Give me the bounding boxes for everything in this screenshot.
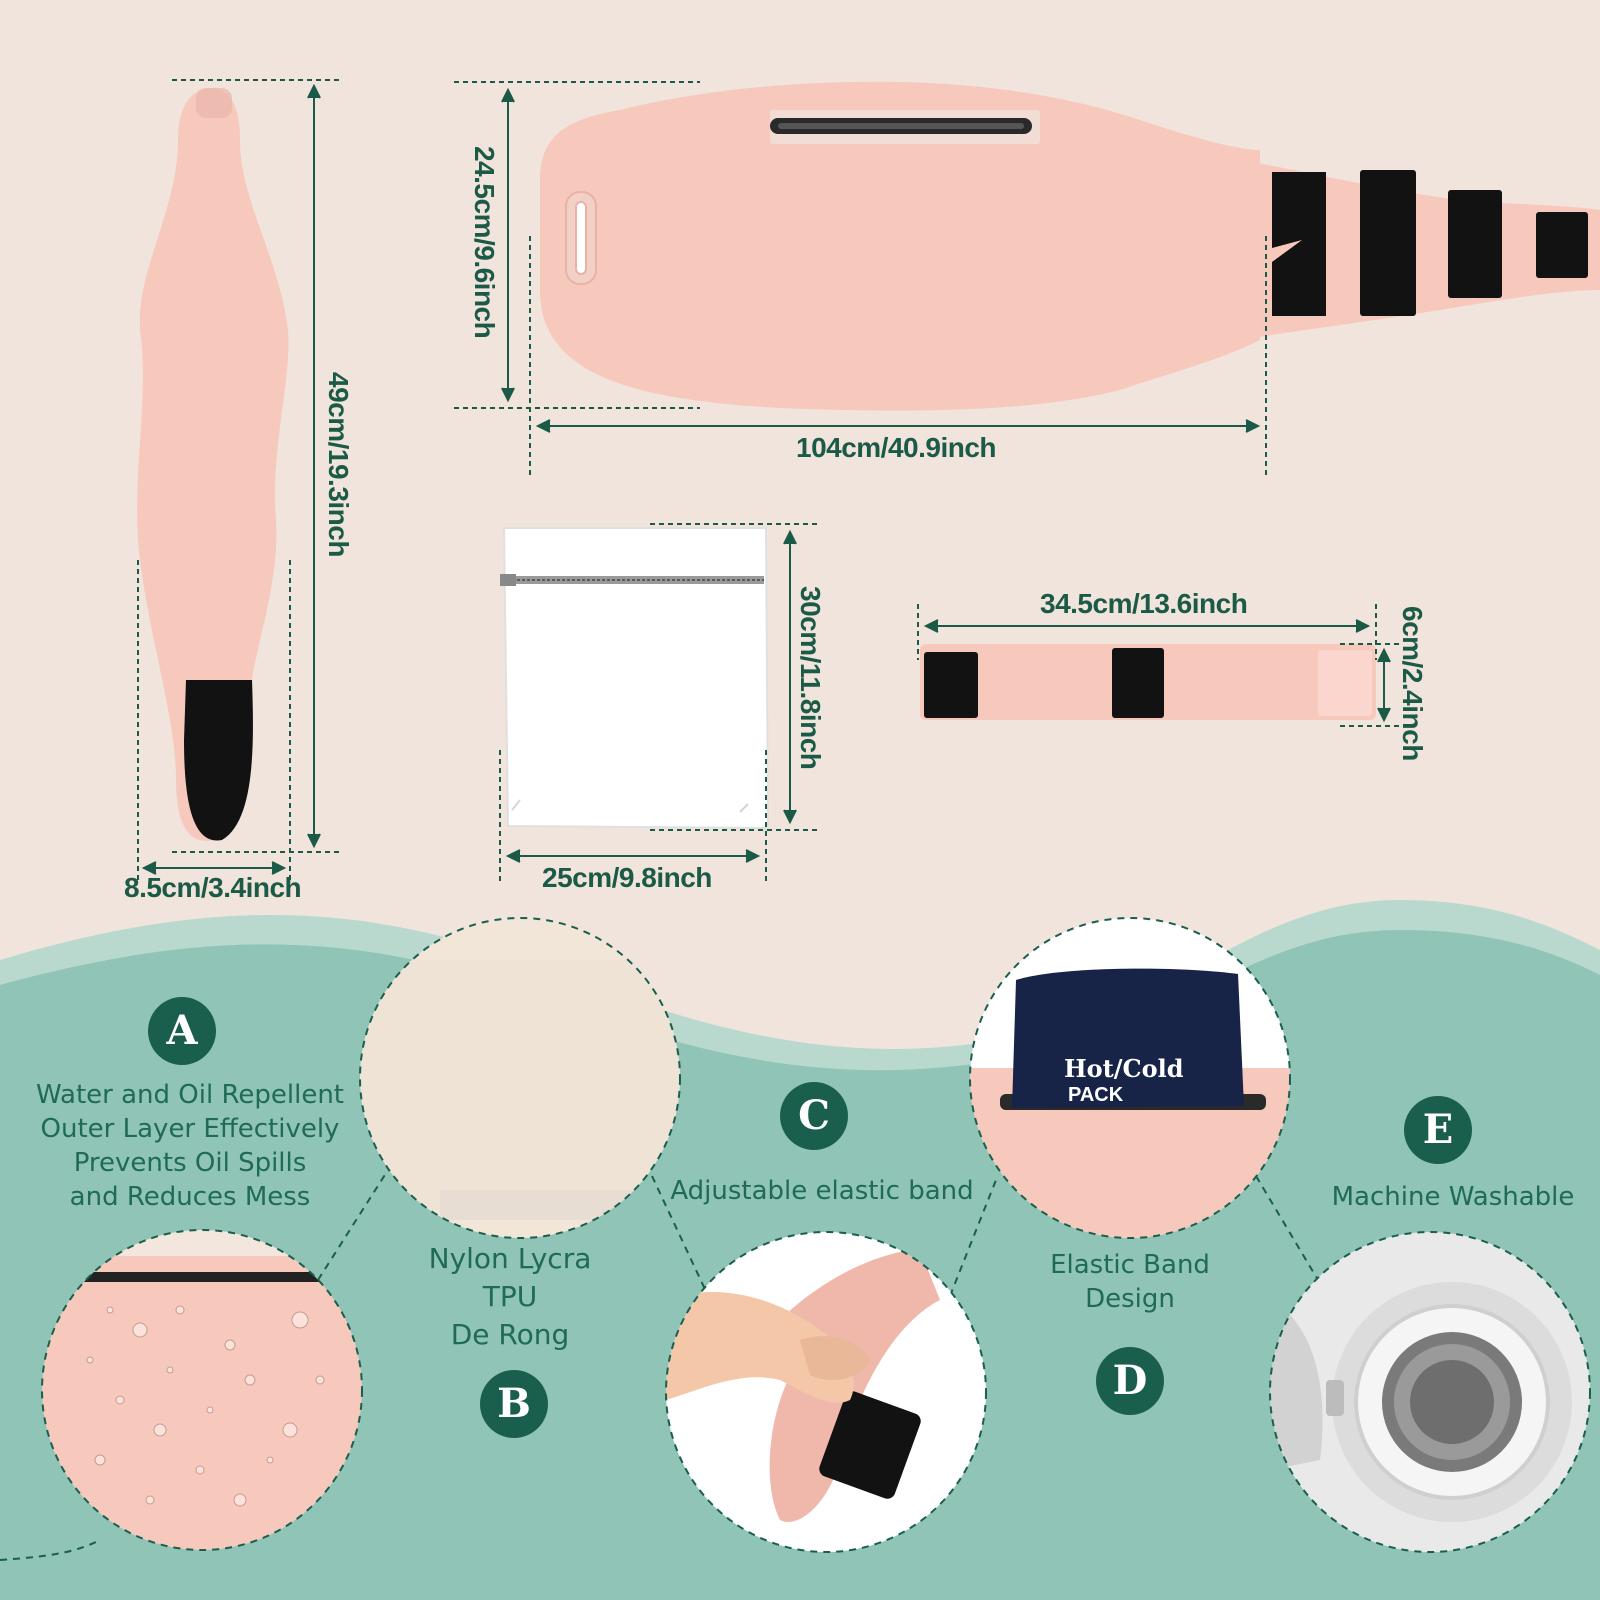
feature-d-text: Elastic Band Design — [1010, 1248, 1250, 1316]
badge-c: C — [780, 1082, 848, 1150]
feature-a-line-3: Prevents Oil Spills — [73, 1148, 307, 1178]
extender-height-label: 6cm/2.4inch — [1397, 606, 1428, 761]
extender-length-label: 34.5cm/13.6inch — [1040, 588, 1248, 619]
feature-c-text: Adjustable elastic band — [662, 1174, 982, 1208]
hand-strap-circle-image — [665, 1231, 987, 1553]
feature-b-line-2: TPU — [482, 1280, 538, 1313]
belt-image — [540, 81, 1600, 411]
feature-b-text: Nylon Lycra TPU De Rong — [400, 1240, 620, 1354]
strap-length-label: 49cm/19.3inch — [323, 372, 354, 557]
feature-d-line-2: Design — [1085, 1284, 1175, 1314]
extender-dimension-lines — [917, 604, 1400, 727]
feature-c-line-1: Adjustable elastic band — [670, 1176, 974, 1206]
feature-d-line-1: Elastic Band — [1050, 1250, 1210, 1280]
badge-b: B — [480, 1370, 548, 1438]
laundry-bag-image — [500, 527, 770, 830]
strap-width-label: 8.5cm/3.4inch — [124, 872, 302, 903]
extender-strap-image — [920, 644, 1376, 720]
connector-lines — [0, 1169, 1319, 1561]
belt-length-label: 104cm/40.9inch — [796, 432, 997, 463]
feature-a-text: Water and Oil Repellent Outer Layer Effe… — [20, 1078, 360, 1214]
feature-a-line-4: and Reduces Mess — [69, 1182, 311, 1212]
pack-circle-image — [969, 917, 1291, 1239]
pack-label-line2: PACK — [1068, 1084, 1124, 1106]
bag-height-label: 30cm/11.8inch — [795, 586, 826, 770]
badge-d: D — [1096, 1347, 1164, 1415]
bag-width-label: 25cm/9.8inch — [542, 862, 712, 893]
fabric-circle-image — [359, 917, 681, 1239]
bag-dimension-lines — [499, 523, 820, 884]
belt-height-label: 24.5cm/9.6inch — [469, 146, 500, 339]
feature-a-line-2: Outer Layer Effectively — [40, 1114, 340, 1144]
pack-label-line1: Hot/Cold — [1064, 1054, 1184, 1083]
feature-e-line-1: Machine Washable — [1331, 1182, 1575, 1212]
strap-dimension-lines — [137, 79, 340, 880]
feature-a-line-1: Water and Oil Repellent — [36, 1080, 344, 1110]
washing-machine-circle-image — [1269, 1231, 1591, 1553]
badge-e: E — [1404, 1096, 1472, 1164]
water-drops-circle-image — [41, 1229, 363, 1551]
feature-b-line-1: Nylon Lycra — [428, 1242, 592, 1275]
belt-dimension-lines — [454, 81, 1267, 478]
badge-a: A — [148, 997, 216, 1065]
feature-b-line-3: De Rong — [450, 1318, 570, 1351]
feature-e-text: Machine Washable — [1318, 1180, 1588, 1214]
vertical-strap-image — [137, 88, 289, 841]
